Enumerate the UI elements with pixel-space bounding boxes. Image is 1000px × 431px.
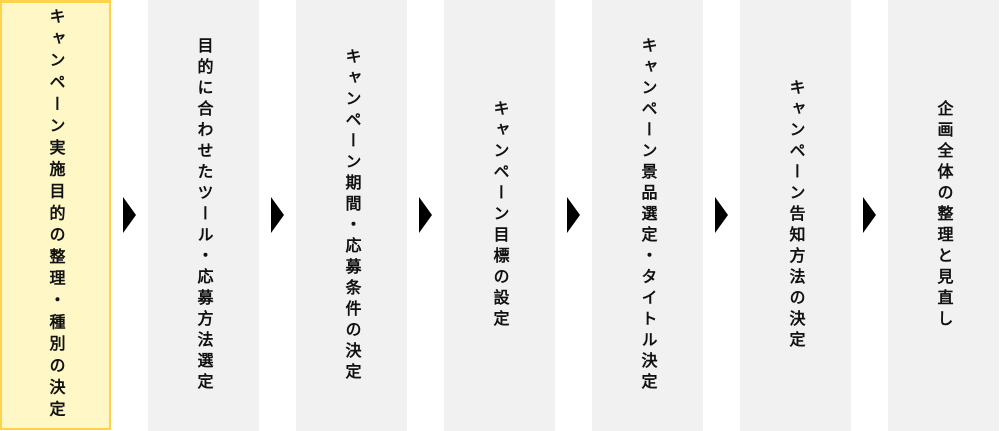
step-3-label: キャンペーン期間・応募条件の決定 — [342, 47, 362, 384]
right-triangle-icon — [715, 197, 728, 233]
step-5-label: キャンペーン景品選定・タイトル決定 — [638, 37, 658, 394]
right-triangle-icon — [419, 197, 432, 233]
right-triangle-icon — [271, 197, 284, 233]
step-4-label: キャンペーン目標の設定 — [490, 100, 510, 331]
step-4-goal-setting: キャンペーン目標の設定 — [444, 0, 555, 431]
step-5-prize-and-title: キャンペーン景品選定・タイトル決定 — [592, 0, 703, 431]
step-6-announcement-method: キャンペーン告知方法の決定 — [740, 0, 851, 431]
step-2-tool-and-entry-method: 目的に合わせたツール・応募方法選定 — [148, 0, 259, 431]
right-triangle-icon — [123, 197, 136, 233]
right-triangle-icon — [863, 197, 876, 233]
step-1-purpose-and-type: キャンペーン実施目的の整理・種別の決定 — [0, 0, 111, 430]
right-triangle-icon — [567, 197, 580, 233]
step-7-review: 企画全体の整理と見直し — [888, 0, 999, 431]
step-2-label: 目的に合わせたツール・応募方法選定 — [194, 37, 214, 394]
step-6-label: キャンペーン告知方法の決定 — [786, 79, 806, 352]
step-7-label: 企画全体の整理と見直し — [934, 100, 954, 331]
step-1-label: キャンペーン実施目的の整理・種別の決定 — [46, 8, 66, 423]
step-3-period-and-conditions: キャンペーン期間・応募条件の決定 — [296, 0, 407, 431]
